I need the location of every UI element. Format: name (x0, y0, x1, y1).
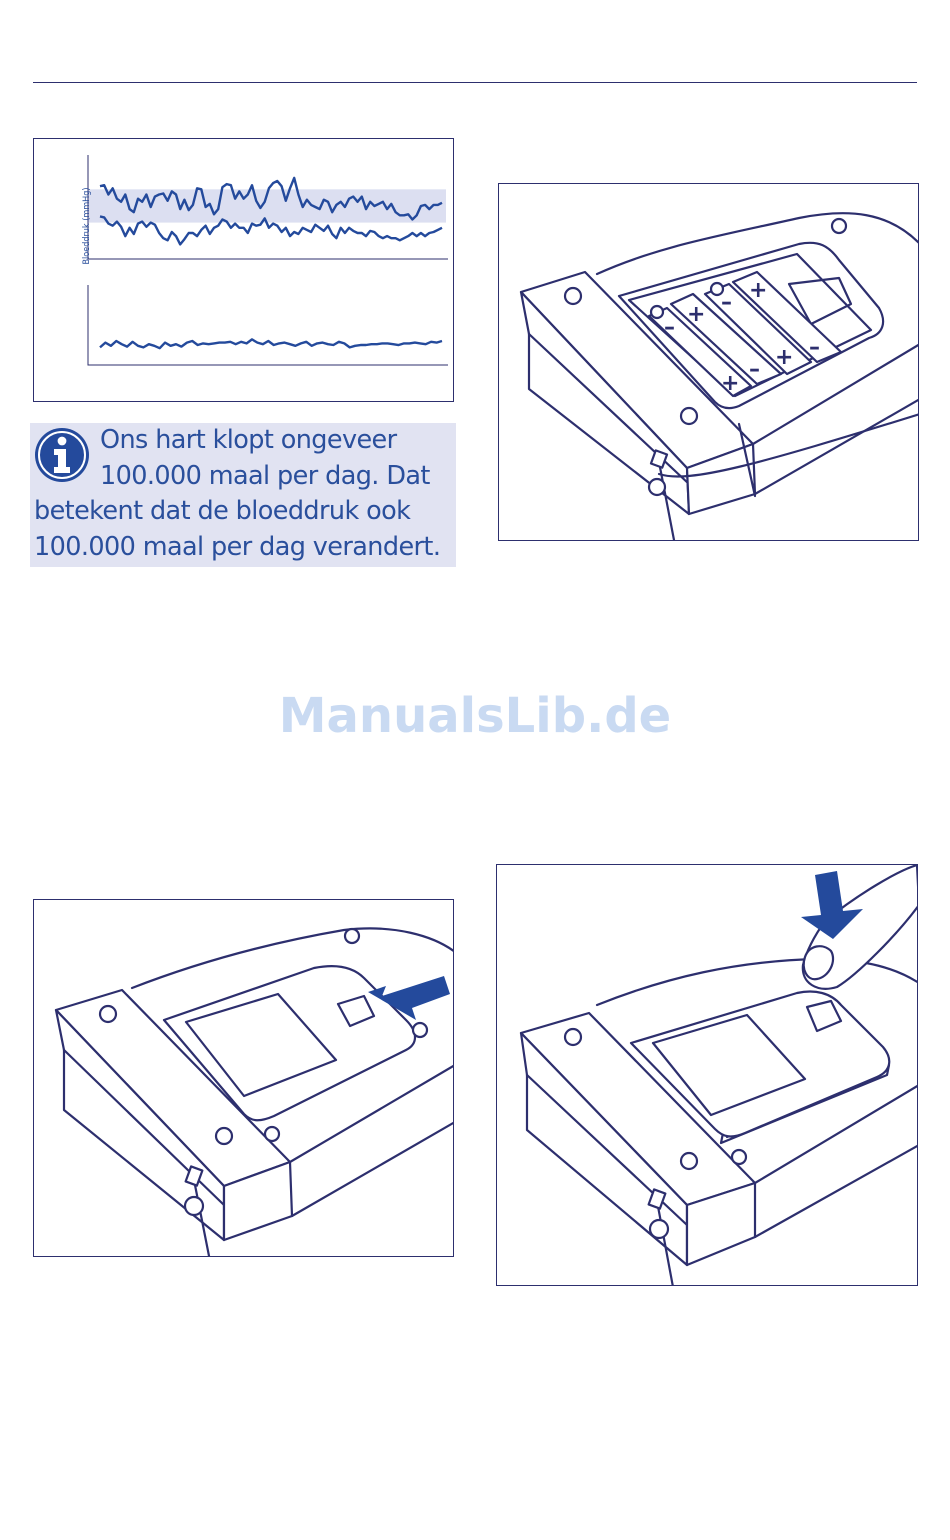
battery-sign: + (721, 371, 739, 396)
blood-pressure-chart: Bloeddruk (mmHg) (33, 138, 454, 402)
info-text: Ons hart klopt ongeveer 100.000 maal per… (34, 423, 454, 565)
info-callout: Ons hart klopt ongeveer 100.000 maal per… (30, 423, 456, 567)
y-axis-label: Bloeddruk (mmHg) (82, 174, 96, 278)
press-cover-illustration (496, 864, 918, 1286)
chart-axis (88, 285, 448, 365)
top-rule (33, 82, 917, 83)
battery-compartment-illustration: – + – + + – + – (498, 183, 919, 541)
battery-sign: – (721, 290, 732, 315)
battery-sign: + (687, 302, 705, 327)
watermark: ManualsLib.de (0, 688, 950, 744)
chart-canvas (34, 139, 454, 402)
battery-sign: – (664, 315, 675, 340)
slide-cover-illustration (33, 899, 454, 1257)
battery-sign: + (749, 278, 767, 303)
battery-sign: – (809, 335, 820, 360)
series-line (100, 339, 442, 348)
battery-sign: + (775, 345, 793, 370)
battery-sign: – (749, 357, 760, 382)
